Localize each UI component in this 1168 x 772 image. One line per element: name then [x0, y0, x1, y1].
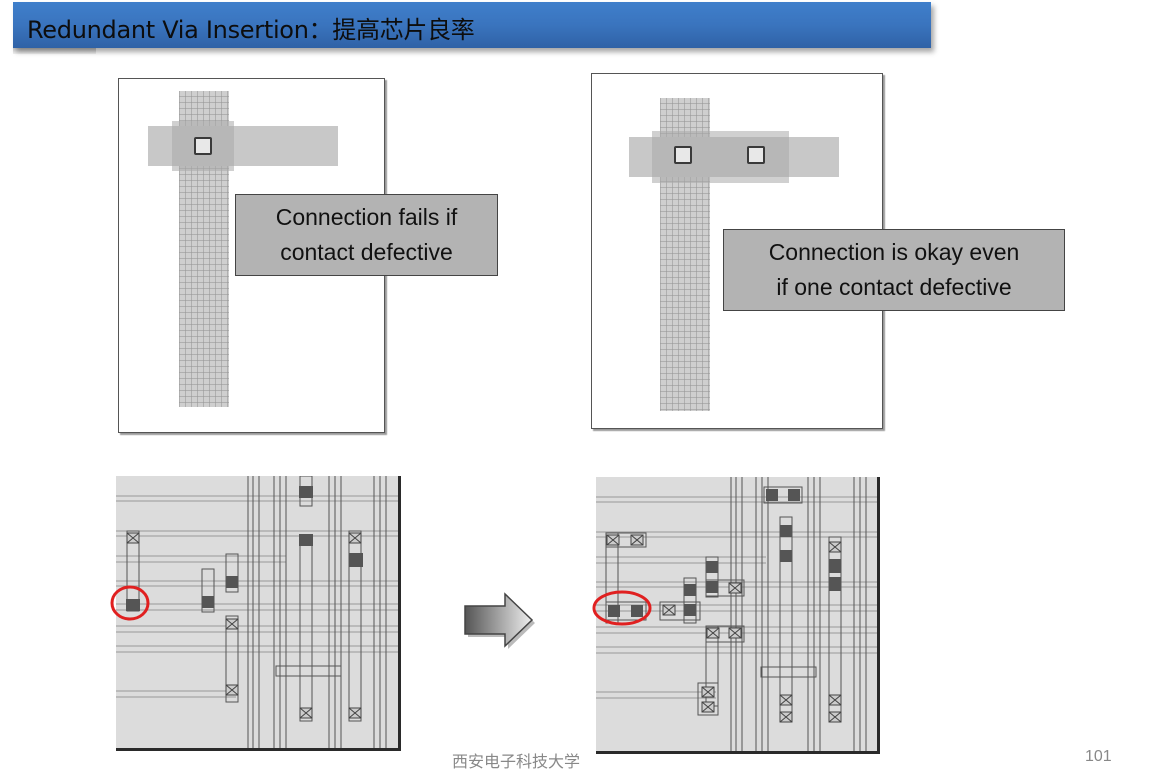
title-bar-shadow: [13, 48, 96, 54]
defect-highlight-after: [592, 590, 652, 626]
okay-callout: Connection is okay even if one contact d…: [723, 229, 1065, 311]
via-contact-2: [747, 146, 765, 164]
fail-callout-line-2: contact defective: [280, 239, 453, 265]
via-enclosure: [652, 131, 789, 183]
page-number: 101: [1085, 748, 1112, 765]
okay-callout-line-2: if one contact defective: [776, 274, 1012, 300]
right-arrow-icon: [464, 592, 535, 649]
defect-highlight-before: [110, 585, 150, 621]
fail-callout: Connection fails if contact defective: [235, 194, 498, 276]
fail-callout-line-1: Connection fails if: [275, 204, 458, 230]
title-bar: Redundant Via Insertion：提高芯片良率: [13, 2, 931, 48]
single-via-contact: [194, 137, 212, 155]
slide-footer: 西安电子科技大学: [452, 754, 581, 771]
single-via-diagram: Connection fails if contact defective: [118, 78, 498, 433]
layout-before-graphic: [116, 476, 398, 748]
layout-after-insertion: [596, 477, 880, 754]
okay-callout-line-1: Connection is okay even: [768, 239, 1020, 265]
layout-before-insertion: [116, 476, 401, 751]
via-contact-1: [674, 146, 692, 164]
double-via-diagram: Connection is okay even if one contact d…: [591, 73, 1065, 429]
layout-after-graphic: [596, 477, 877, 751]
slide-title: Redundant Via Insertion：提高芯片良率: [27, 16, 475, 44]
